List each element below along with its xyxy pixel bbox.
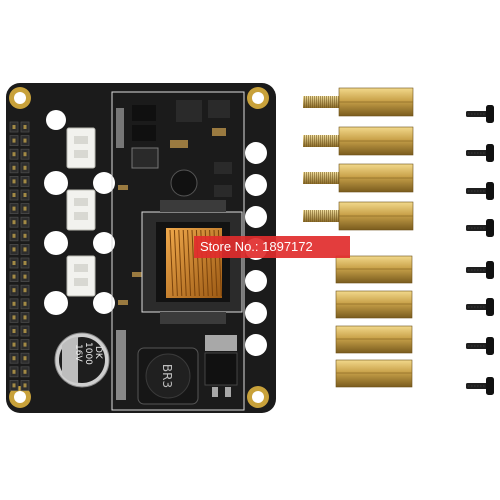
electrolytic-capacitor: DK 1000 16V [54, 332, 110, 388]
screw [466, 377, 494, 395]
capacitor-value: 1000 [83, 342, 93, 365]
pcb-board: DK 1000 16V BR3 [6, 83, 276, 413]
screw [466, 219, 494, 237]
screw [466, 337, 494, 355]
screw [466, 144, 494, 162]
jst-connectors [66, 127, 96, 297]
power-inductor: BR3 [137, 347, 199, 405]
standoff-female-female [335, 255, 413, 284]
standoff-male-female [303, 126, 414, 156]
mounting-holes [9, 87, 269, 408]
store-watermark: Store No.: 1897172 [194, 236, 350, 258]
smd-components [116, 100, 232, 400]
standoff-male-female [303, 87, 414, 117]
screw [466, 105, 494, 123]
standoff-female-female [335, 359, 413, 388]
brass-standoffs-female-female [335, 255, 413, 388]
screw [466, 261, 494, 279]
voltage-regulator [204, 335, 238, 397]
standoff-male-female [303, 201, 414, 231]
standoff-male-female [303, 163, 414, 193]
capacitor-voltage: 16V [73, 344, 83, 362]
transformer [141, 200, 243, 324]
screw [466, 182, 494, 200]
standoff-female-female [335, 290, 413, 319]
capacitor-label: DK [93, 346, 103, 360]
gpio-header [9, 121, 30, 391]
inductor-label: BR3 [160, 364, 174, 388]
brass-standoffs-male-female [303, 87, 414, 231]
screw [466, 298, 494, 316]
board-cutouts [44, 110, 267, 356]
black-screws [466, 105, 494, 395]
standoff-female-female [335, 325, 413, 354]
